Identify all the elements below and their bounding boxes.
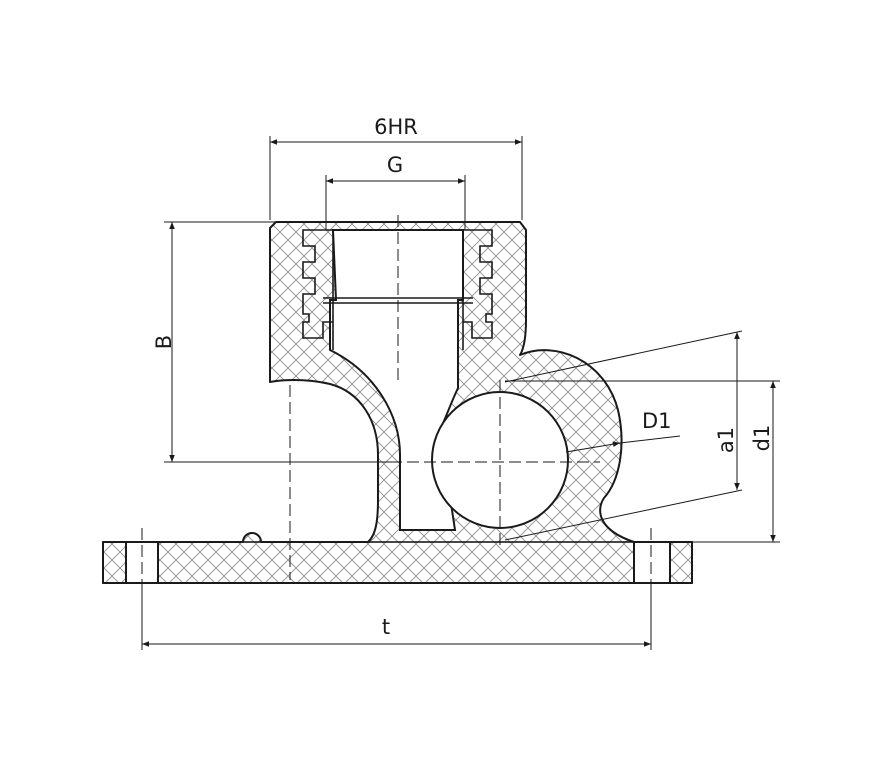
label-a1: a1 <box>714 427 738 453</box>
base-plate-border <box>102 541 693 584</box>
label-d1-diameter: D1 <box>642 409 672 433</box>
bolt-hole-right <box>633 541 671 584</box>
thread-left <box>302 229 333 339</box>
label-6hr: 6HR <box>374 115 418 139</box>
label-t: t <box>382 615 390 639</box>
thread-right <box>463 229 493 339</box>
label-b: B <box>152 335 176 349</box>
central-bore <box>329 229 464 531</box>
leader-d1 <box>565 441 621 453</box>
ext-a1-top <box>504 330 743 383</box>
label-d1: d1 <box>750 425 774 452</box>
ext-a1-bottom <box>504 489 743 541</box>
leader-d1-tail <box>619 435 681 444</box>
label-g: G <box>387 153 403 177</box>
